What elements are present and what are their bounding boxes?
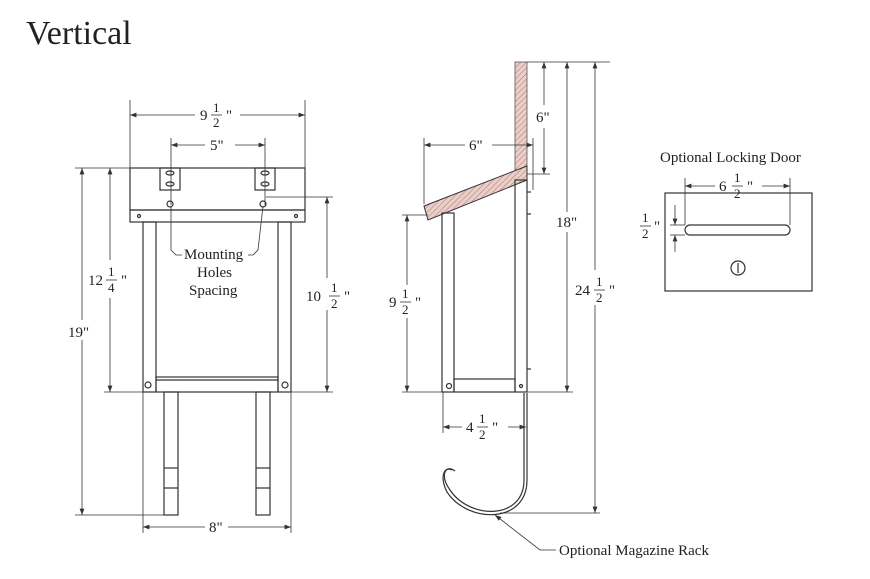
- dim-back-height: 18": [556, 215, 577, 231]
- svg-text:1: 1: [734, 170, 741, 185]
- svg-text:1: 1: [213, 100, 220, 115]
- svg-text:24: 24: [575, 283, 591, 299]
- svg-text:1: 1: [331, 280, 338, 295]
- svg-text:": ": [654, 219, 660, 235]
- svg-text:": ": [747, 179, 753, 195]
- locking-door-title: Optional Locking Door: [660, 150, 801, 166]
- dim-slot-height: 1 2 ": [640, 210, 660, 241]
- dim-width: 9 1 2 ": [200, 100, 232, 130]
- svg-text:2: 2: [596, 290, 603, 305]
- svg-text:2: 2: [331, 296, 338, 311]
- svg-text:": ": [492, 420, 498, 436]
- svg-text:": ": [226, 108, 232, 124]
- dim-leg-width: 8": [209, 520, 223, 536]
- dim-depth: 4 1 2 ": [466, 411, 498, 442]
- svg-text:": ": [415, 295, 421, 311]
- side-view: 6" 6" 18" 24 1 2 " 9 1 2 ": [389, 61, 709, 559]
- svg-text:1: 1: [642, 210, 649, 225]
- dim-hole-spacing: 5": [210, 138, 224, 154]
- dim-roof-depth: 6": [469, 138, 483, 154]
- front-view: 9 1 2 " 5" 19" 12 1 4 " 10 1: [68, 100, 350, 536]
- svg-text:9: 9: [389, 295, 397, 311]
- svg-text:4: 4: [466, 420, 474, 436]
- magazine-rack-label: Optional Magazine Rack: [559, 543, 709, 559]
- svg-text:9: 9: [200, 108, 208, 124]
- page-title: Vertical: [26, 15, 132, 52]
- svg-text:Holes: Holes: [197, 265, 232, 281]
- mailbox-top-box: [129, 167, 306, 211]
- svg-text:Spacing: Spacing: [189, 283, 238, 299]
- svg-text:": ": [344, 289, 350, 305]
- mounting-hole-icon: [166, 200, 174, 208]
- dim-overall-height-side: 24 1 2 ": [575, 274, 615, 305]
- svg-text:2: 2: [642, 226, 649, 241]
- svg-text:1: 1: [479, 411, 486, 426]
- svg-text:1: 1: [402, 286, 409, 301]
- svg-text:6: 6: [719, 179, 727, 195]
- svg-text:": ": [609, 283, 615, 299]
- dim-slot-width: 6 1 2 ": [719, 170, 753, 201]
- svg-text:2: 2: [734, 186, 741, 201]
- svg-text:4: 4: [108, 280, 115, 295]
- svg-text:": ": [121, 273, 127, 289]
- dim-wall-height: 6": [536, 110, 550, 126]
- dim-overall-height: 19": [68, 325, 89, 341]
- door-panel: [664, 192, 813, 292]
- wall-section: [514, 61, 528, 171]
- svg-text:2: 2: [479, 427, 486, 442]
- locking-door-view: Optional Locking Door 6 1 2 " 1 2 ": [640, 150, 813, 292]
- leg-left: [163, 391, 179, 516]
- dim-hole-to-bottom: 10 1 2 ": [306, 280, 350, 311]
- dim-front-height: 9 1 2 ": [389, 286, 421, 317]
- svg-text:1: 1: [596, 274, 603, 289]
- svg-text:12: 12: [88, 273, 103, 289]
- svg-text:10: 10: [306, 289, 321, 305]
- svg-text:2: 2: [213, 115, 220, 130]
- roof: [423, 165, 528, 221]
- leg-right: [255, 391, 271, 516]
- lock-icon: [730, 260, 746, 276]
- header-bar: [129, 209, 306, 223]
- mounting-bracket-left: [159, 167, 181, 191]
- mail-slot: [684, 224, 791, 236]
- dim-box-height: 12 1 4 ": [88, 264, 127, 295]
- mounting-holes-callout: Mounting Holes Spacing: [184, 247, 244, 299]
- svg-text:2: 2: [402, 302, 409, 317]
- svg-text:1: 1: [108, 264, 115, 279]
- svg-text:Mounting: Mounting: [184, 247, 244, 263]
